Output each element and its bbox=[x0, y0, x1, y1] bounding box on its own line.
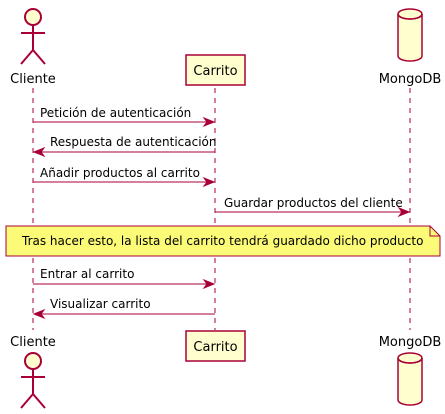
message-3-label: Añadir productos al carrito bbox=[40, 166, 200, 180]
message-3: Añadir productos al carrito bbox=[33, 166, 216, 188]
actor-cliente-bottom: Cliente bbox=[10, 335, 56, 409]
message-2: Respuesta de autenticación bbox=[32, 135, 217, 158]
message-4-label: Guardar productos del cliente bbox=[224, 196, 403, 210]
message-1: Petición de autenticación bbox=[33, 106, 216, 128]
message-1-label: Petición de autenticación bbox=[40, 106, 191, 120]
actor-cliente-label: Cliente bbox=[10, 72, 56, 87]
database-mongodb-bottom: MongoDB bbox=[379, 335, 442, 406]
message-6-label: Visualizar carrito bbox=[50, 297, 151, 311]
message-5: Entrar al carrito bbox=[33, 267, 216, 290]
database-mongodb-top: MongoDB bbox=[379, 8, 442, 87]
note-text: Tras hacer esto, la lista del carrito te… bbox=[21, 234, 423, 248]
message-4: Guardar productos del cliente bbox=[215, 196, 411, 218]
database-mongodb-bottom-label: MongoDB bbox=[379, 335, 442, 350]
database-mongodb-label: MongoDB bbox=[379, 72, 442, 87]
actor-cliente-top: Cliente bbox=[10, 8, 56, 87]
message-2-label: Respuesta de autenticación bbox=[50, 135, 217, 149]
message-6: Visualizar carrito bbox=[32, 297, 215, 320]
actor-cliente-bottom-label: Cliente bbox=[10, 335, 56, 350]
participant-carrito-bottom: Carrito bbox=[185, 330, 246, 362]
participant-carrito-bottom-label: Carrito bbox=[193, 340, 237, 355]
participant-carrito-label: Carrito bbox=[193, 64, 237, 79]
message-5-label: Entrar al carrito bbox=[40, 267, 134, 281]
note: Tras hacer esto, la lista del carrito te… bbox=[5, 225, 441, 257]
participant-carrito-top: Carrito bbox=[185, 54, 246, 86]
